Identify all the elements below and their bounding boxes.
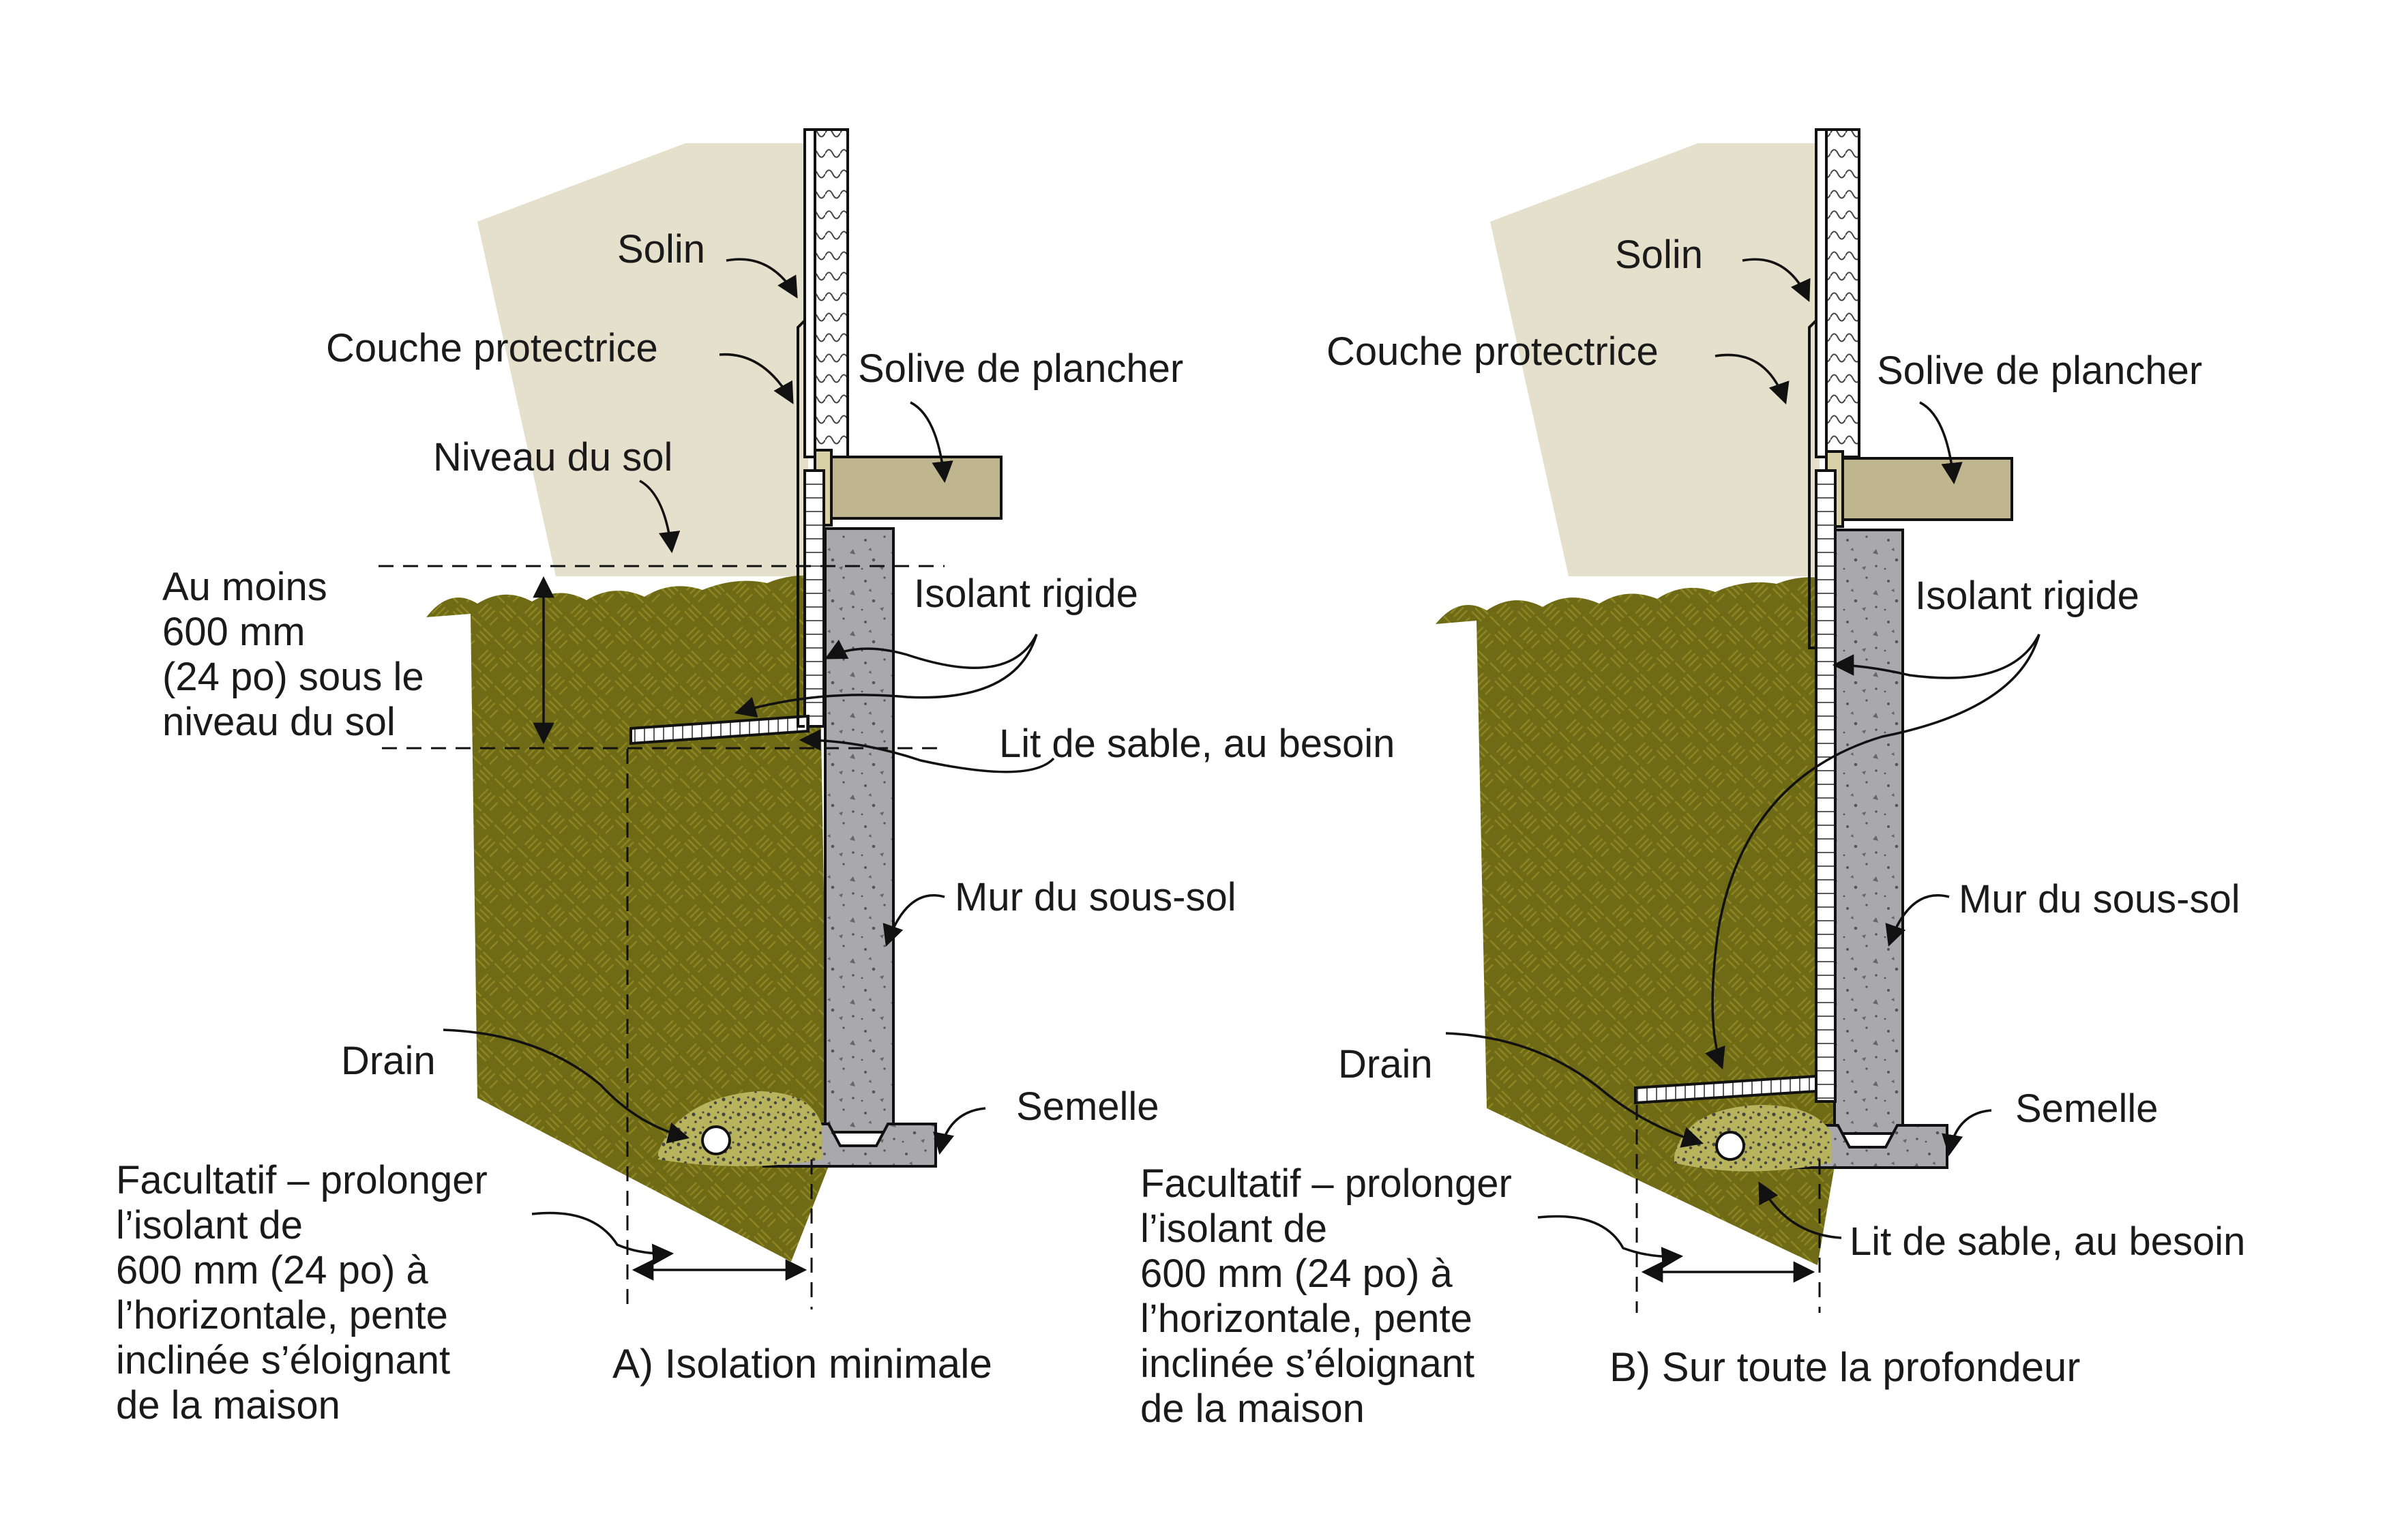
leader-mur xyxy=(1885,894,1950,947)
drain-pipe xyxy=(701,1125,731,1155)
panel-a: Solin Couche protectrice Solive de planc… xyxy=(116,128,1395,1427)
leader-isolant-1 xyxy=(1832,634,2041,679)
leader-isolant-2 xyxy=(734,634,1038,718)
leader-facultatif xyxy=(1537,1215,1684,1269)
protective-coating xyxy=(797,319,806,728)
label-mur: Mur du sous-sol xyxy=(955,875,1236,919)
leader-semelle xyxy=(933,1107,986,1155)
wall-insulation-upper xyxy=(814,128,849,458)
leader-solive xyxy=(1919,401,1963,485)
label-drain: Drain xyxy=(1338,1042,1433,1086)
label-couche: Couche protectrice xyxy=(1326,329,1659,374)
leader-solin xyxy=(726,258,798,299)
label-semelle: Semelle xyxy=(2015,1086,2158,1131)
label-lit: Lit de sable, au besoin xyxy=(1850,1219,2245,1264)
backfill-area xyxy=(1490,143,1820,576)
rigid-insulation-vertical xyxy=(1815,469,1837,1103)
wall-sheathing-upper xyxy=(1815,128,1828,458)
label-mur: Mur du sous-sol xyxy=(1959,877,2240,921)
panel-b: Solin Couche protectrice Solive de planc… xyxy=(1140,128,2245,1431)
label-niveau: Niveau du sol xyxy=(433,435,672,479)
label-solive: Solive de plancher xyxy=(858,346,1183,391)
label-isolant: Isolant rigide xyxy=(1915,574,2139,618)
leader-couche xyxy=(1715,353,1790,404)
caption-a: A) Isolation minimale xyxy=(612,1341,992,1387)
leader-solin xyxy=(1742,258,1811,302)
backfill-area xyxy=(477,143,808,576)
leader-mur xyxy=(882,894,945,947)
label-isolant: Isolant rigide xyxy=(914,572,1138,616)
label-solin: Solin xyxy=(1615,233,1703,277)
floor-joist xyxy=(829,456,1003,520)
foundation-wall xyxy=(1833,529,1904,1135)
optional-note: Facultatif – prolonger l’isolant de 600 … xyxy=(116,1158,499,1427)
drain-gravel xyxy=(1674,1105,1831,1172)
leader-lit xyxy=(1758,1181,1842,1239)
leader-isolant-1 xyxy=(825,634,1038,669)
rigid-insulation-vertical xyxy=(803,469,825,728)
wall-sheathing-upper xyxy=(803,128,816,458)
foundation-wall xyxy=(824,527,895,1134)
drain-pipe xyxy=(1715,1131,1745,1161)
label-semelle: Semelle xyxy=(1016,1084,1159,1129)
protective-coating xyxy=(1808,319,1817,649)
leader-drain xyxy=(443,1028,690,1144)
drain-gravel xyxy=(658,1091,822,1166)
leader-solive xyxy=(910,401,953,484)
leader-isolant-2 xyxy=(1705,634,2041,1069)
label-solin: Solin xyxy=(617,227,705,271)
leader-couche xyxy=(719,353,794,404)
leader-lit xyxy=(799,729,1055,773)
label-couche: Couche protectrice xyxy=(326,326,658,370)
caption-b: B) Sur toute la profondeur xyxy=(1609,1344,2080,1390)
label-drain: Drain xyxy=(341,1039,436,1083)
wall-insulation-upper xyxy=(1825,128,1860,458)
leader-niveau xyxy=(639,479,681,554)
label-solive: Solive de plancher xyxy=(1877,349,2202,393)
leader-facultatif xyxy=(531,1211,674,1265)
floor-joist xyxy=(1840,457,2013,521)
soil-area xyxy=(426,575,829,1262)
leader-semelle xyxy=(1942,1109,1992,1157)
depth-note: Au moins 600 mm (24 po) sous le niveau d… xyxy=(162,565,435,744)
leader-drain xyxy=(1445,1032,1704,1148)
optional-note: Facultatif – prolonger l’isolant de 600 … xyxy=(1140,1161,1523,1431)
label-lit: Lit de sable, au besoin xyxy=(999,722,1395,766)
rigid-insulation-horizontal xyxy=(1634,1074,1817,1105)
